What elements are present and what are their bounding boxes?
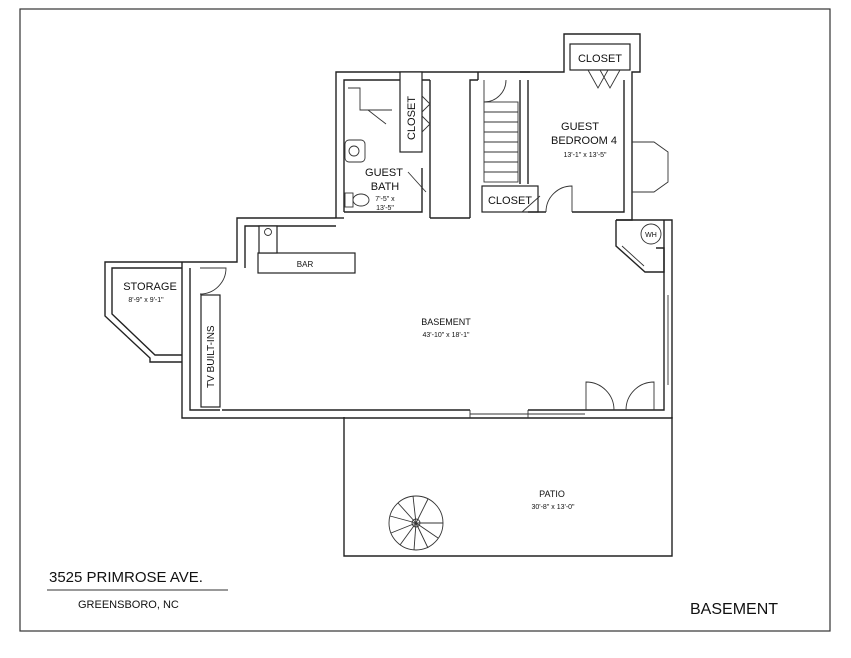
patio-outline xyxy=(343,417,673,557)
storage-dims: 8'-9" x 9'-1" xyxy=(128,297,164,304)
spiral-stair-icon xyxy=(388,495,444,551)
water-heater-label: WH xyxy=(645,232,657,239)
guest-bedroom-walls xyxy=(520,33,669,221)
stair-closet xyxy=(481,185,541,213)
guest-bath-label-2: BATH xyxy=(371,181,400,193)
guest-bedroom-label-1: GUEST xyxy=(561,121,599,133)
tv-built-ins-label: TV BUILT-INS xyxy=(206,325,217,388)
closet-top-label: CLOSET xyxy=(578,53,622,65)
closet-bath-label: CLOSET xyxy=(406,96,418,140)
bar-label: BAR xyxy=(297,260,314,269)
guest-bedroom-label-2: BEDROOM 4 xyxy=(551,135,617,147)
city-label: GREENSBORO, NC xyxy=(78,599,179,611)
guest-bedroom-dims: 13'-1" x 13'-5" xyxy=(563,152,607,159)
guest-bath-label-1: GUEST xyxy=(365,167,403,179)
guest-bath-dims-2: 13'-5" xyxy=(376,205,394,212)
storage-label: STORAGE xyxy=(123,281,177,293)
patio-label: PATIO xyxy=(539,489,565,499)
guest-bath-walls xyxy=(335,71,530,219)
water-heater-closet xyxy=(615,220,665,273)
patio-double-door xyxy=(585,381,655,411)
sheet-border xyxy=(19,8,831,632)
patio-dims: 30'-8" x 13'-0" xyxy=(531,504,575,511)
sheet-title-label: BASEMENT xyxy=(690,601,778,618)
guest-bath-dims-1: 7'-5" x xyxy=(375,196,395,203)
storage-walls xyxy=(104,261,227,363)
tv-built-ins xyxy=(200,294,221,408)
closet-stair-label: CLOSET xyxy=(488,195,532,207)
address-label: 3525 PRIMROSE AVE. xyxy=(49,569,203,586)
basement-label: BASEMENT xyxy=(421,317,471,327)
basement-walls xyxy=(181,217,673,419)
stair xyxy=(469,72,521,218)
bar-counter xyxy=(257,225,356,274)
basement-dims: 43'-10" x 18'-1" xyxy=(423,332,470,339)
